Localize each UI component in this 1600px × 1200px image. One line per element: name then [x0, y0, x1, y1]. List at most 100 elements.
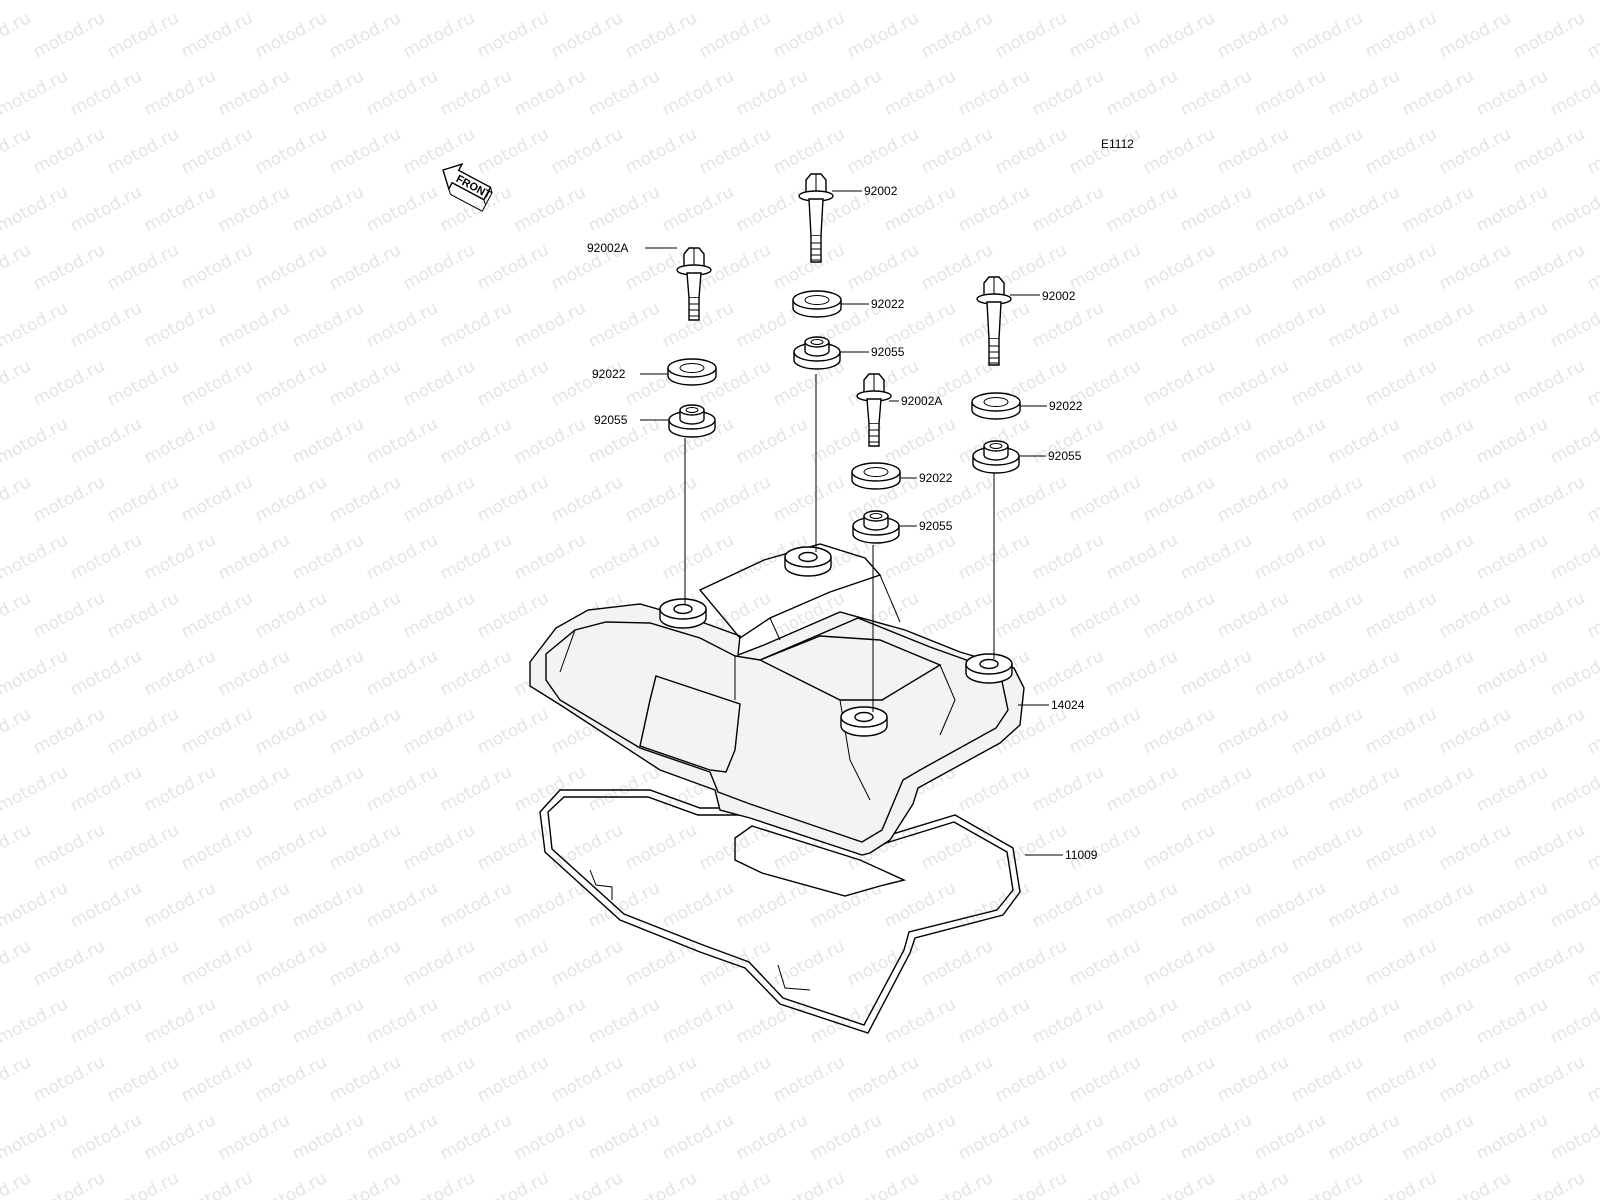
watermark-text: motod.ru: [992, 124, 1070, 178]
watermark-text: motod.ru: [178, 588, 256, 642]
watermark-text: motod.ru: [104, 240, 182, 294]
watermark-text: motod.ru: [918, 588, 996, 642]
watermark-text: motod.ru: [955, 762, 1033, 816]
watermark-text: motod.ru: [1362, 124, 1440, 178]
watermark-text: motod.ru: [1584, 936, 1600, 990]
watermark-text: motod.ru: [1584, 1052, 1600, 1106]
watermark-text: motod.ru: [511, 414, 589, 468]
watermark-text: motod.ru: [1325, 414, 1403, 468]
watermark-text: motod.ru: [1103, 1110, 1181, 1164]
watermark-text: motod.ru: [30, 588, 108, 642]
watermark-text: motod.ru: [104, 704, 182, 758]
watermark-text: motod.ru: [1510, 240, 1588, 294]
watermark-text: motod.ru: [844, 8, 922, 62]
watermark-text: motod.ru: [474, 1052, 552, 1106]
watermark-text: motod.ru: [474, 820, 552, 874]
watermark-text: motod.ru: [30, 820, 108, 874]
watermark-text: motod.ru: [955, 66, 1033, 120]
watermark-text: motod.ru: [733, 0, 811, 4]
watermark-text: motod.ru: [437, 414, 515, 468]
watermark-text: motod.ru: [548, 1168, 626, 1200]
watermark-text: motod.ru: [1362, 936, 1440, 990]
watermark-text: motod.ru: [585, 994, 663, 1048]
watermark-text: motod.ru: [289, 530, 367, 584]
watermark-text: motod.ru: [1029, 994, 1107, 1048]
watermark-text: motod.ru: [141, 762, 219, 816]
watermark-text: motod.ru: [1325, 66, 1403, 120]
watermark-text: motod.ru: [1251, 182, 1329, 236]
watermark-text: motod.ru: [1473, 182, 1551, 236]
watermark-text: motod.ru: [215, 182, 293, 236]
watermark-text: motod.ru: [992, 1052, 1070, 1106]
watermark-text: motod.ru: [178, 8, 256, 62]
watermark-text: motod.ru: [1436, 1052, 1514, 1106]
watermark-text: motod.ru: [770, 240, 848, 294]
watermark-text: motod.ru: [733, 1110, 811, 1164]
watermark-text: motod.ru: [1325, 298, 1403, 352]
watermark-text: motod.ru: [1325, 762, 1403, 816]
watermark-text: motod.ru: [1510, 1168, 1588, 1200]
watermark-text: motod.ru: [400, 936, 478, 990]
watermark-text: motod.ru: [437, 0, 515, 4]
watermark-text: motod.ru: [289, 994, 367, 1048]
diagram-ref-code: E1112: [1101, 137, 1134, 151]
watermark-text: motod.ru: [474, 8, 552, 62]
watermark-text: motod.ru: [67, 414, 145, 468]
watermark-text: motod.ru: [363, 298, 441, 352]
watermark-text: motod.ru: [0, 704, 34, 758]
watermark-text: motod.ru: [1214, 240, 1292, 294]
watermark-text: motod.ru: [104, 356, 182, 410]
watermark-text: motod.ru: [1103, 530, 1181, 584]
watermark-text: motod.ru: [0, 994, 71, 1048]
watermark-text: motod.ru: [733, 414, 811, 468]
watermark-text: motod.ru: [252, 1052, 330, 1106]
watermark-text: motod.ru: [1399, 646, 1477, 700]
watermark-text: motod.ru: [1547, 66, 1600, 120]
watermark-text: motod.ru: [733, 182, 811, 236]
watermark-text: motod.ru: [1140, 1168, 1218, 1200]
watermark-text: motod.ru: [30, 356, 108, 410]
watermark-text: motod.ru: [881, 414, 959, 468]
watermark-text: motod.ru: [844, 936, 922, 990]
watermark-text: motod.ru: [1214, 356, 1292, 410]
watermark-text: motod.ru: [178, 124, 256, 178]
watermark-text: motod.ru: [1399, 0, 1477, 4]
watermark-text: motod.ru: [1399, 530, 1477, 584]
watermark-text: motod.ru: [622, 472, 700, 526]
watermark-text: motod.ru: [363, 182, 441, 236]
watermark-text: motod.ru: [511, 66, 589, 120]
watermark-text: motod.ru: [326, 588, 404, 642]
watermark-text: motod.ru: [955, 182, 1033, 236]
watermark-text: motod.ru: [622, 1168, 700, 1200]
label-92022-top: 92022: [871, 297, 905, 311]
watermark-text: motod.ru: [1325, 530, 1403, 584]
watermark-text: motod.ru: [1103, 414, 1181, 468]
watermark-text: motod.ru: [511, 762, 589, 816]
watermark-text: motod.ru: [178, 936, 256, 990]
watermark-text: motod.ru: [955, 1110, 1033, 1164]
watermark-text: motod.ru: [400, 1052, 478, 1106]
watermark-text: motod.ru: [474, 588, 552, 642]
watermark-text: motod.ru: [733, 878, 811, 932]
watermark-text: motod.ru: [1214, 704, 1292, 758]
watermark-text: motod.ru: [1251, 762, 1329, 816]
watermark-text: motod.ru: [400, 8, 478, 62]
watermark-text: motod.ru: [1140, 240, 1218, 294]
watermark-text: motod.ru: [1473, 298, 1551, 352]
label-92002a-center: 92002A: [901, 394, 942, 408]
watermark-text: motod.ru: [104, 588, 182, 642]
watermark-text: motod.ru: [696, 936, 774, 990]
watermark-text: motod.ru: [0, 472, 34, 526]
label-92022-left: 92022: [592, 367, 626, 381]
watermark-text: motod.ru: [363, 414, 441, 468]
watermark-text: motod.ru: [326, 8, 404, 62]
watermark-text: motod.ru: [585, 530, 663, 584]
watermark-text: motod.ru: [992, 820, 1070, 874]
watermark-text: motod.ru: [1288, 588, 1366, 642]
label-92055-center: 92055: [919, 519, 953, 533]
cover-boss-center: [840, 706, 888, 737]
label-92002a-left: 92002A: [587, 241, 628, 255]
watermark-text: motod.ru: [141, 1110, 219, 1164]
watermark-text: motod.ru: [1288, 936, 1366, 990]
